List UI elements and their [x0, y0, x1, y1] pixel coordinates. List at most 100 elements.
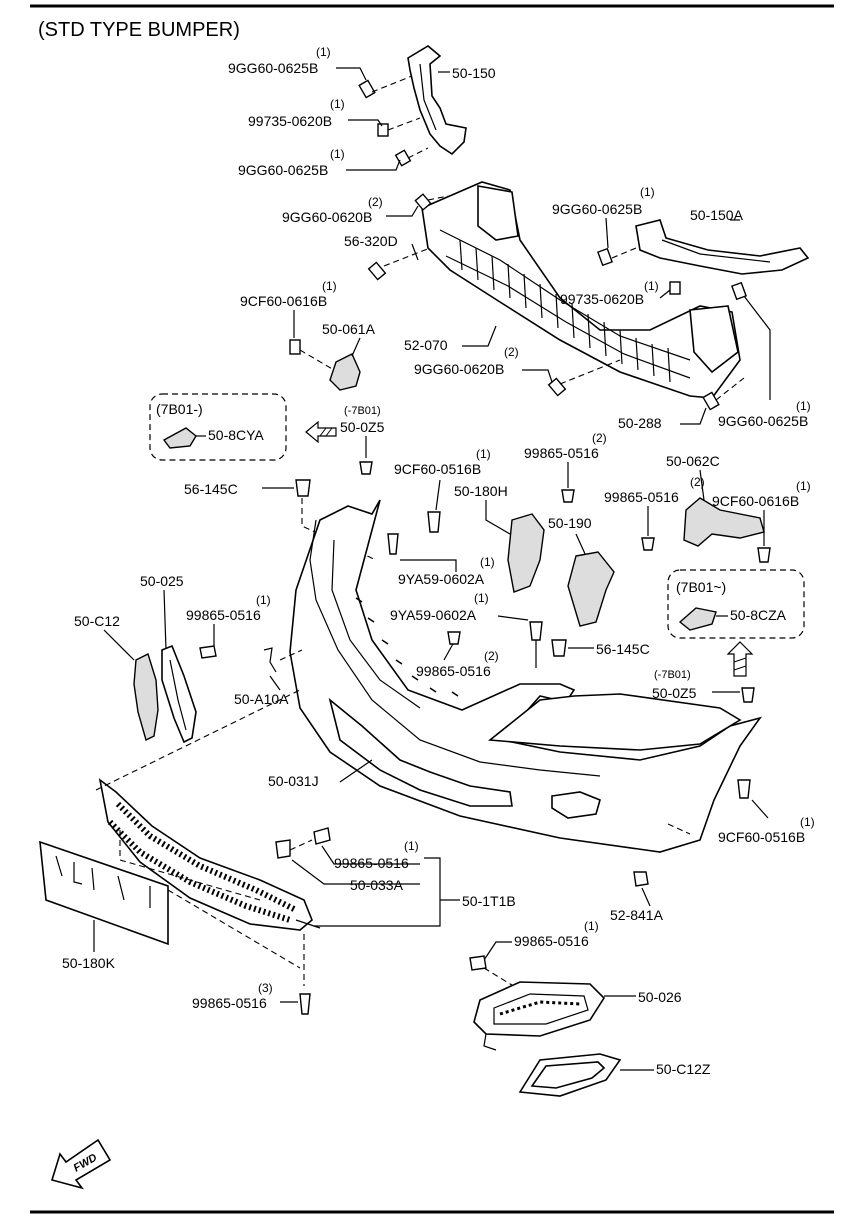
screw-icon [641, 537, 655, 551]
note-7b01-box-left: (7B01-) [156, 401, 203, 417]
label-9cf60-0616b-right: 9CF60-0616B [712, 493, 799, 509]
qty-99735-0620b-top: (1) [330, 97, 345, 111]
qty-9cf60-0616b-left: (1) [322, 279, 337, 293]
part-50-8cza-shape [678, 607, 717, 631]
clip-icon [551, 639, 567, 657]
qty-9gg60-0620b-center: (2) [504, 345, 519, 359]
label-50-180k: 50-180K [62, 955, 116, 971]
label-9cf60-0616b-left: 9CF60-0616B [240, 293, 327, 309]
label-50-8cza: 50-8CZA [730, 607, 787, 623]
clip-icon [359, 461, 373, 475]
qty-99735-0620b-right: (1) [644, 279, 659, 293]
bezel-50-c12z [518, 1053, 622, 1097]
qty-99865-0516-lower: (2) [484, 649, 499, 663]
label-50-1t1b: 50-1T1B [462, 893, 516, 909]
bolt-icon [597, 247, 747, 301]
label-99865-0516-right: 99865-0516 [604, 489, 679, 505]
label-9gg60-0625b-lowright: 9GG60-0625B [718, 413, 808, 429]
clip-icon [295, 479, 311, 497]
label-9cf60-0516b-center: 9CF60-0516B [394, 461, 481, 477]
fog-cover-50-026 [473, 981, 606, 1051]
label-9ya59-0602a-lower: 9YA59-0602A [390, 607, 477, 623]
reinforcement-52-070 [421, 181, 741, 399]
label-9gg60-0620b-left: 9GG60-0620B [282, 209, 372, 225]
cover-50-c12 [133, 653, 159, 742]
screw-icon [313, 827, 331, 845]
qty-9ya59-0602a-upper: (1) [480, 555, 495, 569]
bolt-icon [737, 779, 751, 799]
qty-9gg60-0625b-right: (1) [640, 185, 655, 199]
label-56-145c-right: 56-145C [596, 641, 650, 657]
screw-icon [447, 631, 461, 645]
label-9gg60-0625b-right: 9GG60-0625B [552, 201, 642, 217]
clip-icon [275, 839, 291, 859]
label-52-841a: 52-841A [610, 907, 664, 923]
screw-icon [199, 645, 217, 659]
label-56-320d: 56-320D [344, 233, 398, 249]
label-50-0z5-right: 50-0Z5 [652, 685, 697, 701]
label-50-025: 50-025 [140, 573, 184, 589]
label-99865-0516-left: 99865-0516 [186, 607, 261, 623]
bolt-icon [358, 79, 412, 167]
label-9gg60-0625b-mid: 9GG60-0625B [238, 162, 328, 178]
label-50-033a: 50-033A [350, 877, 404, 893]
label-9cf60-0516b-right: 9CF60-0516B [718, 829, 805, 845]
bracket-50-190 [567, 551, 615, 627]
bracket-50-180k [39, 840, 169, 946]
bumper-50-031j [289, 499, 762, 853]
label-50-c12z: 50-C12Z [656, 1061, 711, 1077]
bracket-50-062c [683, 497, 765, 547]
qty-99865-0516-grille: (1) [404, 839, 419, 853]
qty-99865-0516-fog: (1) [584, 919, 599, 933]
qty-9cf60-0616b-right: (1) [796, 479, 811, 493]
hatched-arrow-icon [726, 641, 754, 677]
label-99865-0516-center: 99865-0516 [524, 445, 599, 461]
clip-icon [633, 871, 649, 887]
fwd-arrow-icon: FWD [50, 1138, 112, 1190]
qty-99865-0516-right: (2) [690, 475, 705, 489]
label-50-026: 50-026 [638, 989, 682, 1005]
label-9gg60-0620b-center: 9GG60-0620B [414, 361, 504, 377]
label-50-190: 50-190 [548, 515, 592, 531]
label-56-145c-left: 56-145C [184, 481, 238, 497]
label-52-070: 52-070 [404, 337, 448, 353]
grille-50-1t1b [98, 778, 321, 931]
label-50-150a: 50-150A [690, 207, 744, 223]
label-99735-0620b-top: 99735-0620B [248, 113, 332, 129]
screw-icon [561, 489, 575, 503]
bolt-icon [427, 511, 441, 533]
label-99865-0516-grille: 99865-0516 [334, 855, 409, 871]
label-99865-0516-fog: 99865-0516 [514, 933, 589, 949]
label-50-0z5-left: 50-0Z5 [340, 419, 385, 435]
label-50-a10a: 50-A10A [234, 691, 289, 707]
label-50-c12: 50-C12 [74, 613, 120, 629]
qty-99865-0516-left: (1) [256, 593, 271, 607]
hatched-arrow-icon [305, 420, 337, 444]
label-50-180h: 50-180H [454, 483, 508, 499]
label-99865-0516-lower: 99865-0516 [416, 663, 491, 679]
note-7b01-box-right: (7B01~) [676, 579, 726, 595]
qty-9gg60-0620b-left: (2) [368, 195, 383, 209]
qty-99865-0516-bottom: (3) [258, 981, 273, 995]
qty-9gg60-0625b-mid: (1) [330, 147, 345, 161]
bolt-icon [387, 533, 399, 555]
bolt-icon [757, 547, 771, 563]
label-50-061a: 50-061A [322, 321, 376, 337]
note-7b01-clip-right: (-7B01) [654, 669, 691, 681]
option-box-right [667, 569, 805, 639]
qty-9gg60-0625b-top: (1) [316, 45, 331, 59]
label-50-288: 50-288 [618, 415, 662, 431]
qty-9cf60-0516b-center: (1) [476, 447, 491, 461]
label-9ya59-0602a-upper: 9YA59-0602A [398, 571, 485, 587]
screw-icon [469, 955, 487, 971]
label-50-031j: 50-031J [268, 773, 319, 789]
clip-50-a10a-shape [263, 647, 277, 673]
diagram-title: (STD TYPE BUMPER) [38, 19, 240, 41]
label-9gg60-0625b-top: 9GG60-0625B [228, 60, 318, 76]
qty-99865-0516-center: (2) [592, 431, 607, 445]
note-7b01-clip-left: (-7B01) [344, 405, 381, 417]
bracket-50-180h [507, 513, 545, 593]
qty-9ya59-0602a-lower: (1) [474, 591, 489, 605]
label-50-150: 50-150 [452, 65, 496, 81]
